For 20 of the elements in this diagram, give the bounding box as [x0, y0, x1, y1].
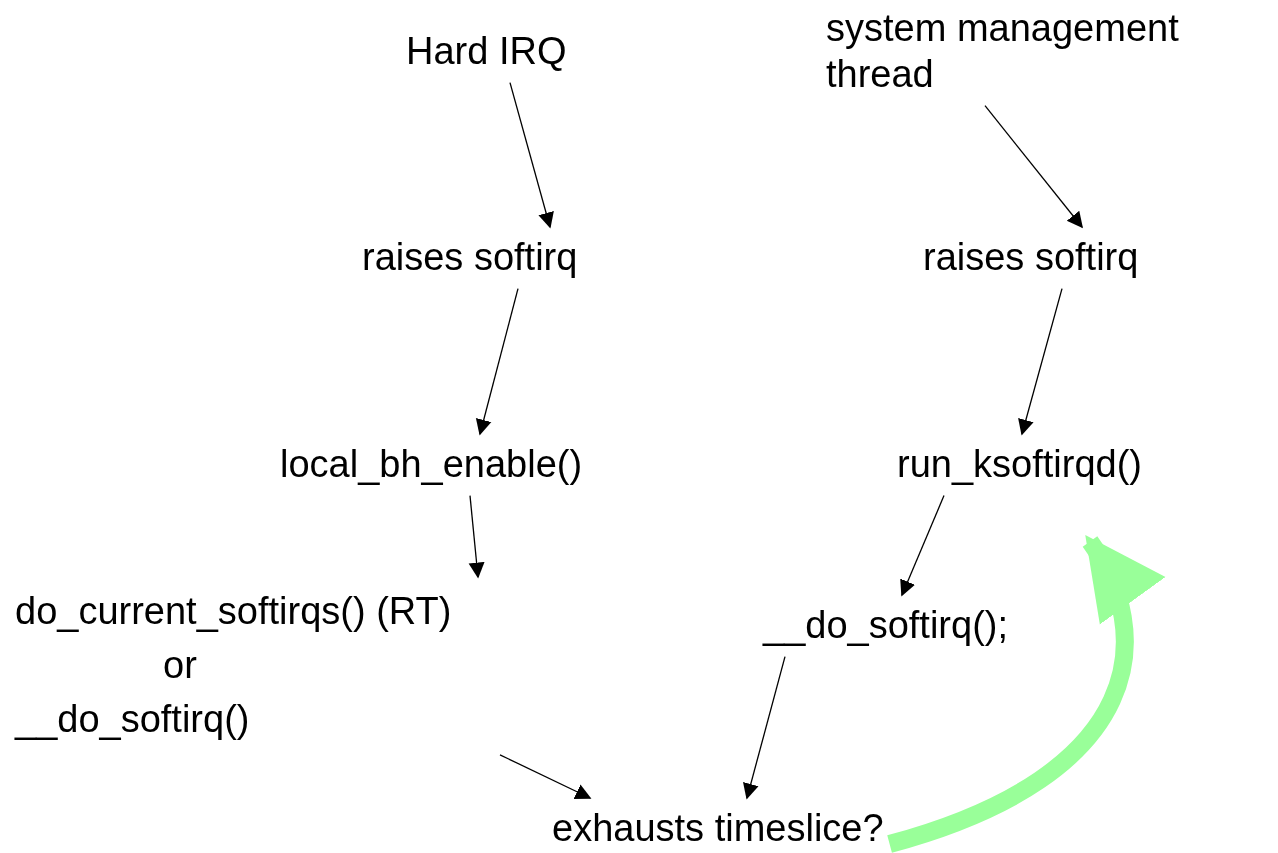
node-label: run_ksoftirqd() [897, 442, 1142, 487]
arrow [475, 287, 519, 436]
arrow [743, 655, 786, 800]
node-label: or [162, 642, 198, 688]
node-label: do_current_softirqs() (RT) [15, 589, 452, 634]
arrow [499, 754, 592, 799]
arrow [984, 105, 1083, 229]
arrow [509, 81, 554, 229]
node-label: raises softirq [362, 235, 578, 280]
arrow [1018, 287, 1063, 436]
node-label: __do_softirq(); [763, 603, 1008, 648]
node-label: exhausts timeslice? [552, 806, 884, 851]
node-label: system management thread [826, 6, 1180, 98]
node-label: __do_softirq() [15, 696, 251, 742]
curved-arrow [886, 534, 1163, 853]
node-label: local_bh_enable() [280, 442, 583, 487]
node-label: raises softirq [923, 235, 1139, 280]
node-label: Hard IRQ [406, 29, 567, 74]
arrow [468, 494, 485, 579]
arrow [900, 494, 945, 597]
